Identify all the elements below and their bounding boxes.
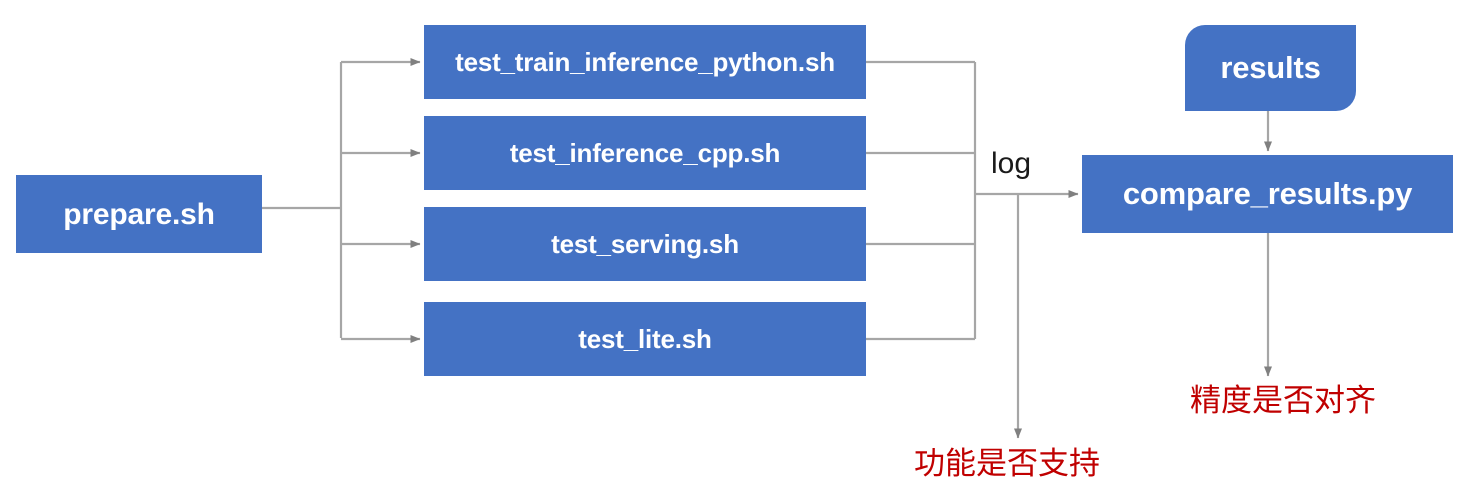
edge-scripts-to-merge-bus: [866, 60, 977, 341]
edge-prepare-to-bus: [262, 62, 343, 338]
node-test-train-inference-python-sh[interactable]: test_train_inference_python.sh: [424, 25, 866, 99]
note-precision-aligned: 精度是否对齐: [1190, 383, 1376, 418]
node-test-serving-sh[interactable]: test_serving.sh: [424, 207, 866, 281]
node-prepare-sh[interactable]: prepare.sh: [16, 175, 262, 253]
note-function-supported: 功能是否支持: [914, 446, 1100, 481]
edge-label-log: log: [991, 147, 1032, 180]
node-test-lite-sh[interactable]: test_lite.sh: [424, 302, 866, 376]
node-results[interactable]: results: [1185, 25, 1356, 111]
node-compare-results-py[interactable]: compare_results.py: [1082, 155, 1453, 233]
node-test-inference-cpp-sh[interactable]: test_inference_cpp.sh: [424, 116, 866, 190]
